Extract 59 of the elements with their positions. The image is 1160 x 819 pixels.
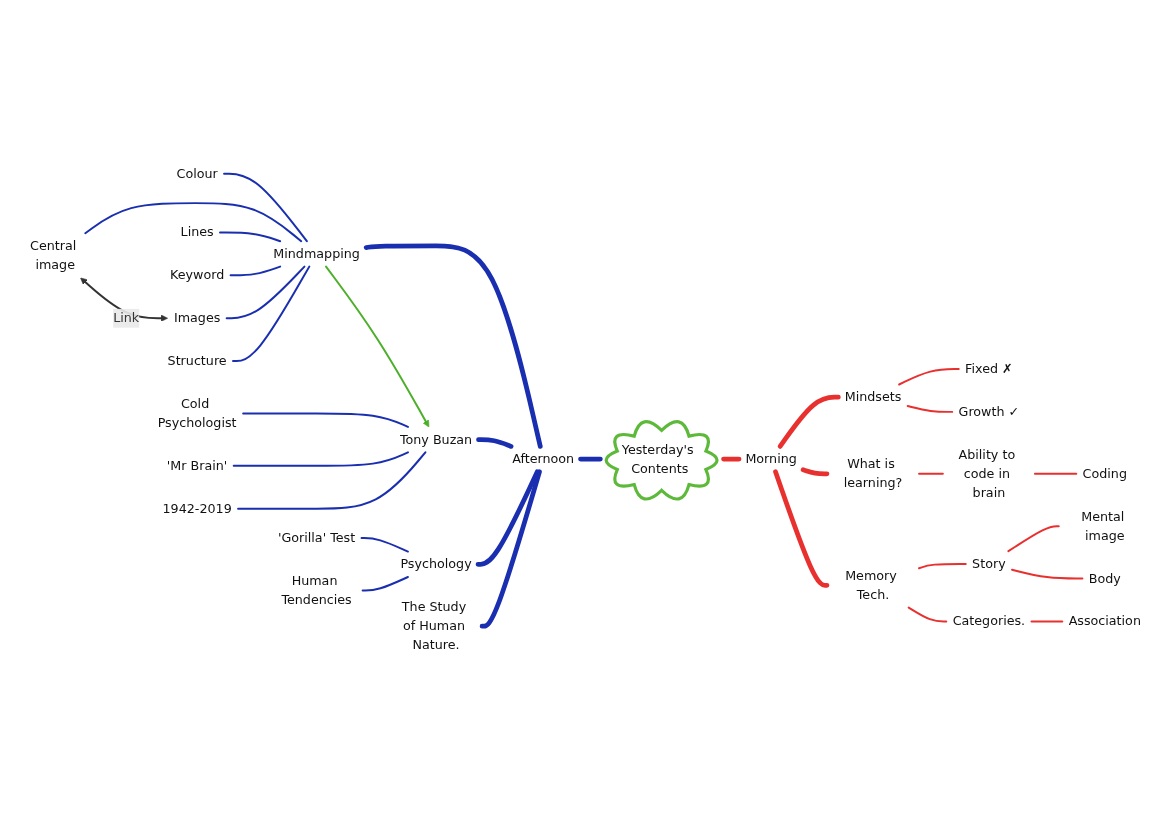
branch-label: What is learning? — [843, 456, 903, 491]
branch-label: Afternoon — [512, 451, 575, 467]
branch-line — [1011, 568, 1084, 580]
branch-label: Keyword — [170, 267, 225, 283]
branch-line — [232, 265, 311, 363]
branch-label: Fixed ✗ — [965, 361, 1013, 377]
branch-line — [223, 172, 308, 243]
branch-line — [918, 562, 967, 570]
branch-label: 'Mr Brain' — [166, 457, 228, 473]
branch-line — [225, 265, 306, 320]
branch-line — [1033, 472, 1078, 475]
branch-label: Psychology — [400, 556, 472, 572]
branch-label: Body — [1088, 570, 1121, 586]
branch-line — [721, 456, 742, 462]
branch-line — [84, 202, 303, 243]
branch-label: 'Gorilla' Test — [277, 530, 356, 546]
branch-line — [219, 231, 282, 243]
branch-label: Cold Psychologist — [157, 396, 237, 431]
branch-line — [1007, 525, 1060, 553]
branch-line — [476, 437, 514, 449]
branch-label: Mindmapping — [273, 246, 360, 262]
branch-line — [479, 469, 542, 629]
branch-line — [232, 451, 409, 467]
branch-label: The Study of Human Nature. — [401, 599, 467, 653]
branch-line — [898, 368, 960, 386]
branch-label: Lines — [180, 224, 214, 240]
branch-label: 1942-2019 — [162, 500, 232, 516]
branch-line — [229, 265, 282, 277]
branch-line — [906, 405, 954, 413]
branch-label: Growth ✓ — [958, 403, 1020, 420]
branch-label: Mental image — [1081, 508, 1125, 543]
branch-label: Story — [972, 555, 1006, 572]
branch-label: Categories. — [952, 613, 1026, 629]
branch-label: Images — [173, 310, 221, 326]
branch-label: Mindsets — [844, 389, 902, 405]
branch-line — [578, 456, 603, 462]
branch-line — [361, 576, 409, 592]
branch-label: Human Tendencies — [281, 573, 352, 608]
branch-line — [1030, 620, 1064, 623]
branch-label: Central image — [30, 238, 77, 273]
branch-label: Association — [1068, 613, 1141, 629]
branch-label: Ability to code in brain — [958, 446, 1016, 500]
branch-line — [777, 394, 841, 449]
branch-line — [242, 412, 409, 428]
branch-label: Tony Buzan — [399, 431, 473, 447]
central-topic-cloud: Yesterday's Contents — [604, 420, 719, 501]
arrow — [325, 265, 430, 428]
branch-label: Morning — [745, 451, 797, 467]
branch-line — [363, 243, 543, 449]
branch-line — [800, 467, 830, 477]
branch-line — [907, 606, 948, 623]
branch-label: Colour — [176, 165, 218, 181]
branch-label: Coding — [1082, 465, 1127, 481]
branch-line — [237, 451, 427, 510]
edge-label: Link — [113, 308, 140, 328]
branch-line — [360, 537, 409, 553]
branch-label: Structure — [167, 353, 227, 369]
branch-line — [918, 472, 944, 475]
branch-label: Memory Tech. — [845, 567, 897, 602]
